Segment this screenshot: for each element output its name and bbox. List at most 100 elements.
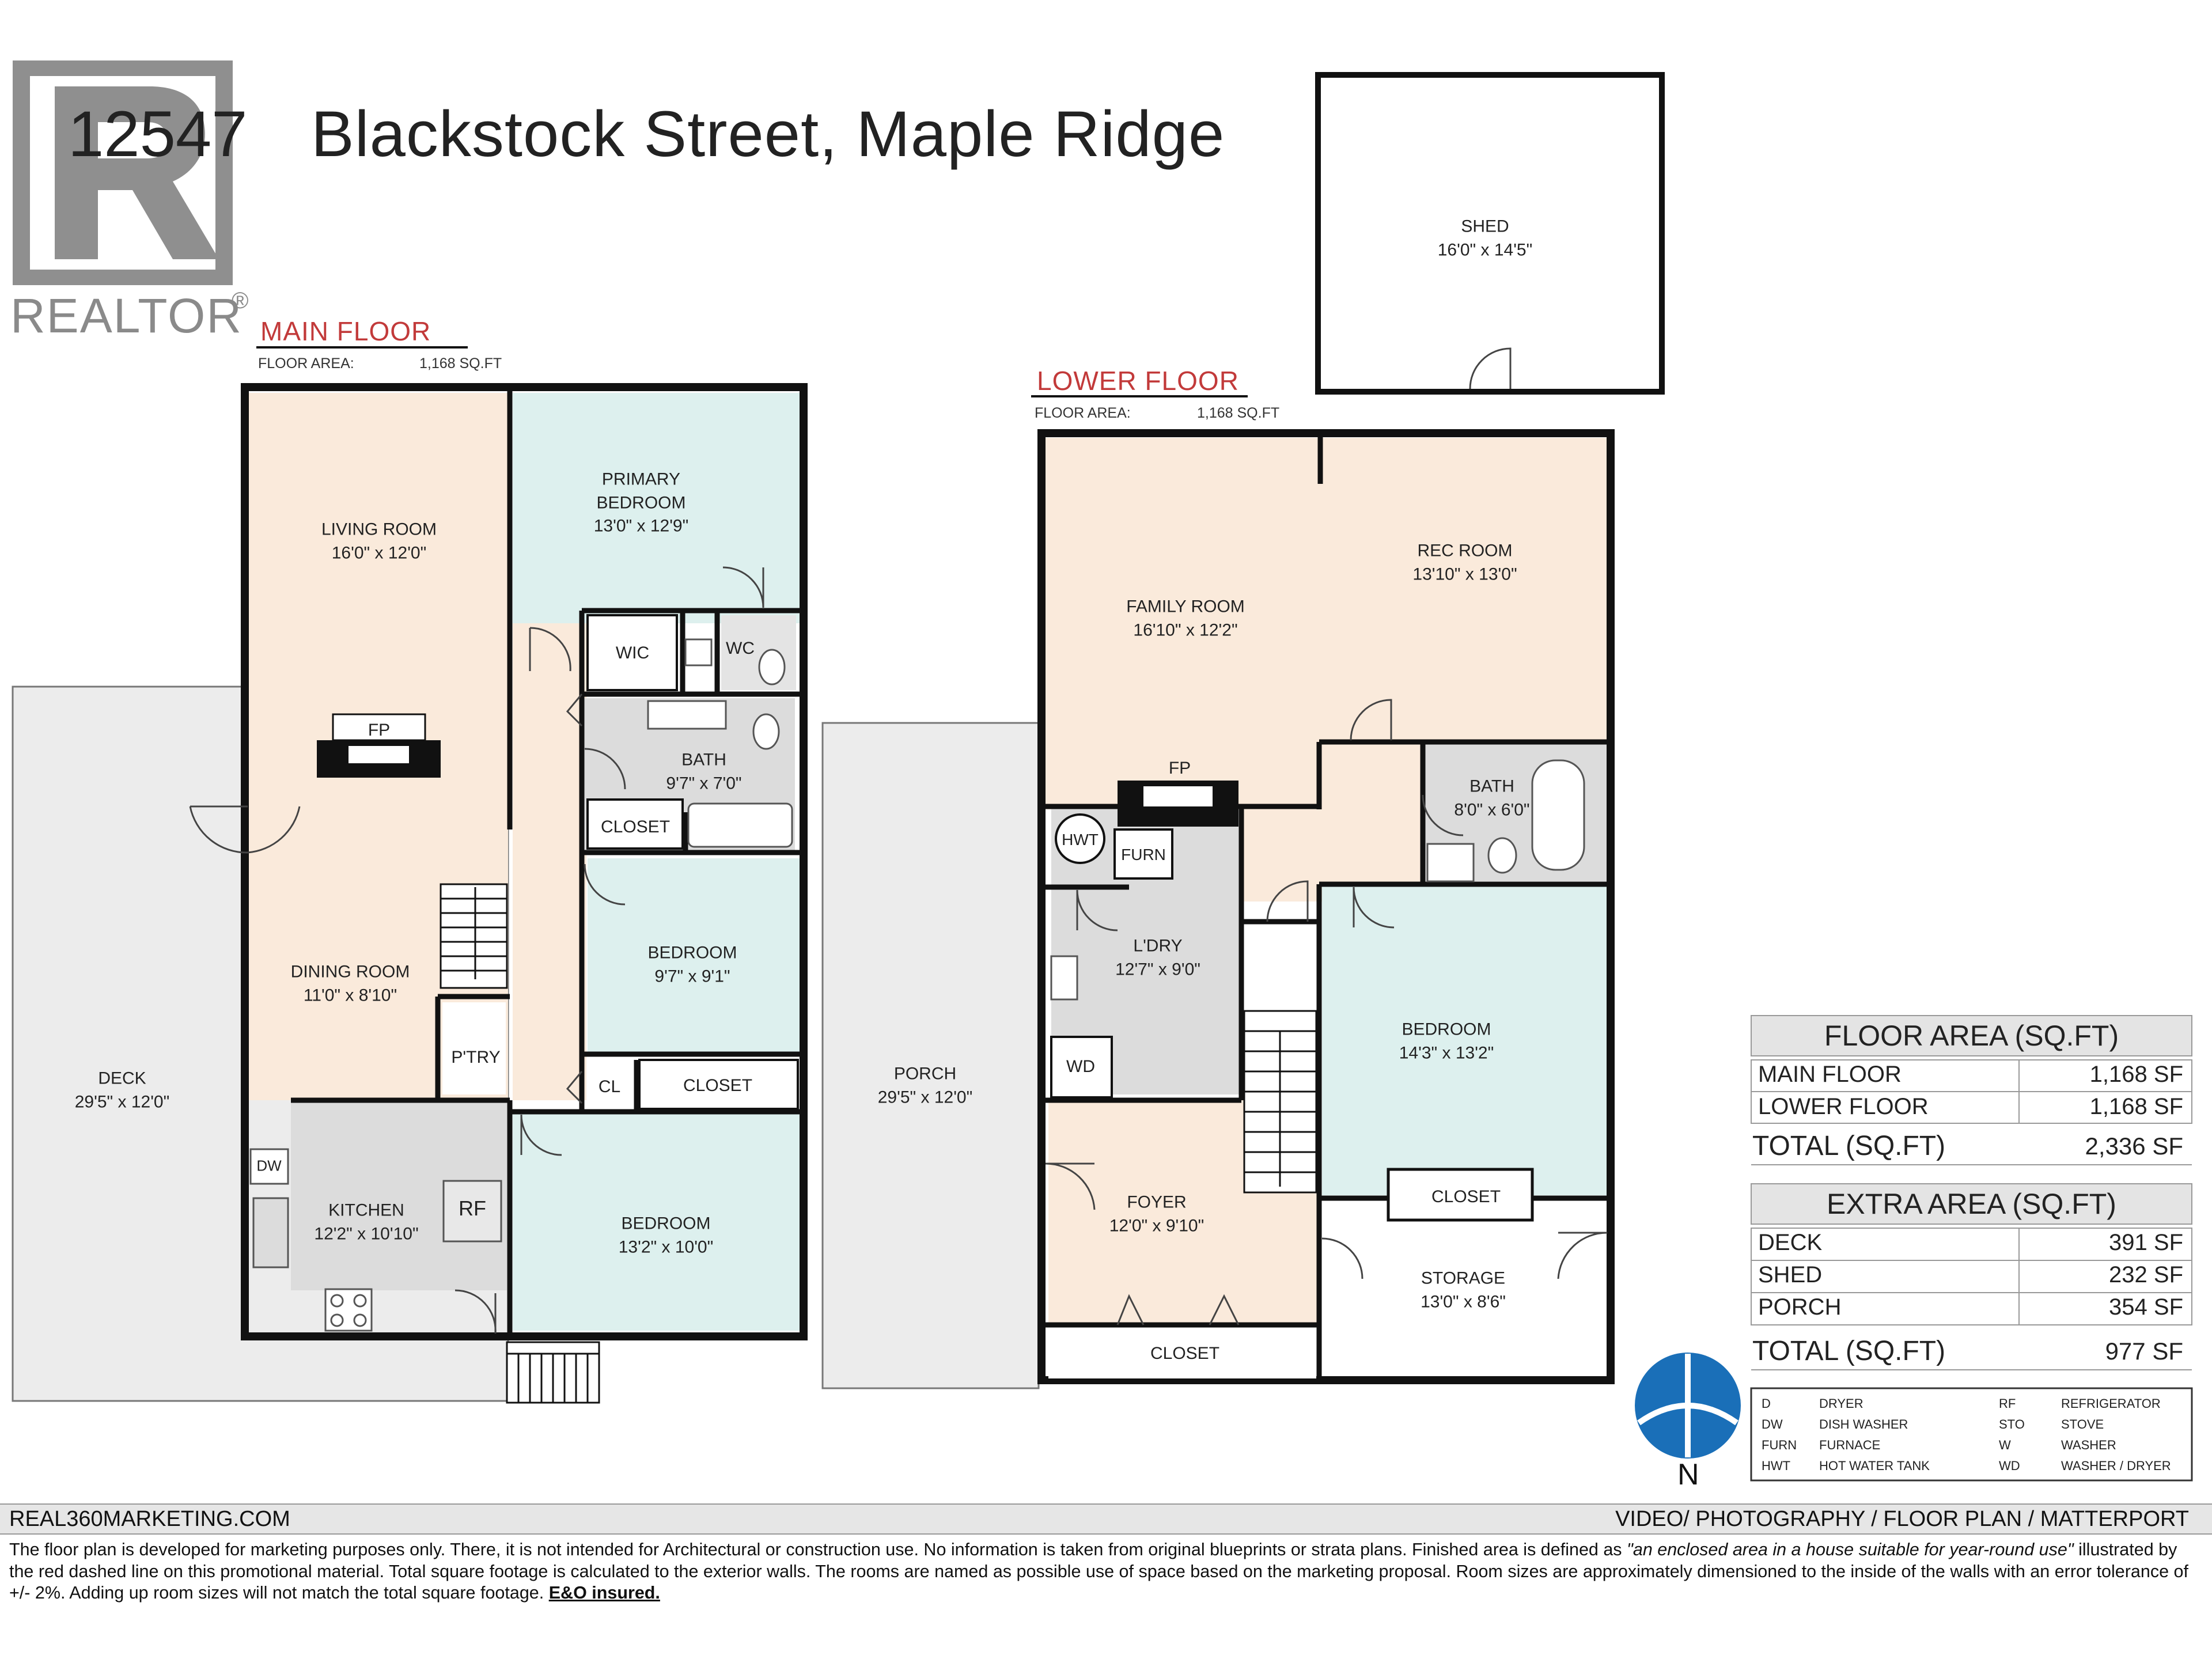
hall-fill [513,623,586,1100]
realtor-registered-mark: ® [232,288,249,313]
tag-fp-lower: FP [1168,759,1191,778]
pantry-fill [442,1002,506,1094]
lower-floor-exterior-wall [1037,429,1615,1384]
lower-bath-sink-icon [1426,843,1475,882]
shed-door-swing [1469,347,1512,389]
hot-water-tank-icon [1055,813,1105,864]
extra-area-table-heading: EXTRA AREA (SQ.FT) [1827,1188,2116,1220]
legend-frame [1750,1387,2193,1482]
closet-lower-1-box [1387,1168,1534,1222]
tag-closet-main-1: CLOSET [600,817,671,836]
legend-meaning: STOVE [2061,1417,2104,1431]
legend-meaning: DISH WASHER [1819,1417,1908,1431]
address-number: 12547 [68,98,248,170]
compass-north-label: N [1677,1458,1699,1491]
legend-code: W [1999,1438,2011,1452]
tag-closet-lower-1: CLOSET [1431,1187,1501,1206]
closet-main-2-box [638,1059,799,1110]
tag-pantry: P'TRY [451,1048,501,1067]
kitchen-sink-icon [252,1197,289,1268]
main-floor-door-swings [189,566,764,1334]
fireplace-main-icon [317,713,441,778]
extra-area-row-label: PORCH [1758,1294,1842,1320]
main-floor-area-value: 1,168 SQ.FT [419,355,502,372]
disclaimer-text: The floor plan is developed for marketin… [9,1540,2188,1603]
bedroom-main-1-fill [588,858,801,1054]
shed-outline [1315,72,1665,395]
address-street: Blackstock Street, Maple Ridge [311,98,1225,170]
tag-closet-lower-2: CLOSET [1150,1344,1220,1363]
main-floor-stairs [440,883,508,989]
legend-code: WD [1999,1459,2020,1473]
lower-floor-stairs [1243,1010,1317,1194]
legend-meaning: REFRIGERATOR [2061,1396,2161,1411]
closet-main-1-box [586,798,684,850]
closet-lower-2-fill [1048,1328,1316,1378]
front-steps [506,1341,600,1404]
footer-website[interactable]: REAL360MARKETING.COM [9,1507,290,1531]
tag-wc: WC [726,639,755,658]
floor-area-table-heading: FLOOR AREA (SQ.FT) [1824,1020,2119,1052]
furnace-icon [1113,828,1173,880]
legend-code: D [1762,1396,1771,1411]
tag-wd: WD [1066,1057,1095,1076]
fireplace-lower-icon [1118,781,1238,827]
legend-meaning: WASHER [2061,1438,2116,1452]
realtor-logo-icon [13,60,233,285]
floor-area-row-label: LOWER FLOOR [1758,1094,1929,1119]
lower-floor-area-value: 1,168 SQ.FT [1197,405,1280,421]
floor-area-row-value: 1,168 SF [2089,1094,2183,1119]
legend-code: DW [1762,1417,1783,1431]
main-floor-exterior-wall [241,383,808,1340]
stair-landing [1244,927,1316,1008]
bathtub-lower-icon [1531,759,1585,871]
legend-meaning: FURNACE [1819,1438,1881,1452]
wc-sink-icon [684,638,713,666]
extra-area-row-label: DECK [1758,1230,1823,1255]
refrigerator-icon [442,1180,502,1243]
main-floor-heading: MAIN FLOOR [260,316,431,346]
dishwasher-icon [249,1148,289,1185]
porch-area [821,722,1040,1389]
legend-code: STO [1999,1417,2025,1431]
north-arrow-icon [1635,1353,1741,1459]
tag-cl: CL [598,1077,621,1096]
bedroom-main-2-fill [513,1112,801,1331]
floor-area-total-label: TOTAL (SQ.FT) [1752,1131,1946,1161]
floor-area-table-frame [1751,1015,2192,1124]
floor-area-row-label: MAIN FLOOR [1758,1062,1902,1087]
extra-area-row-value: 232 SF [2109,1262,2183,1287]
extra-area-table-frame [1751,1183,2192,1325]
wc-toilet-icon [758,649,786,685]
floor-area-row-value: 1,168 SF [2089,1062,2183,1087]
tag-furn: FURN [1121,846,1166,863]
bedroom-lower-fill [1322,884,1607,1195]
extra-area-row-label: SHED [1758,1262,1823,1287]
legend-code: FURN [1762,1438,1797,1452]
tag-dw: DW [256,1157,282,1175]
legend-meaning: HOT WATER TANK [1819,1459,1930,1473]
lower-floor-heading: LOWER FLOOR [1037,366,1239,396]
wc-box [721,615,796,690]
lower-floor-area-label: FLOOR AREA: [1035,405,1131,421]
lower-bath-toilet-icon [1487,837,1517,874]
extra-area-row-value: 354 SF [2109,1294,2183,1320]
tag-hwt: HWT [1062,831,1099,849]
legend-meaning: DRYER [1819,1396,1863,1411]
lower-floor-door-swings [1045,699,1608,1325]
